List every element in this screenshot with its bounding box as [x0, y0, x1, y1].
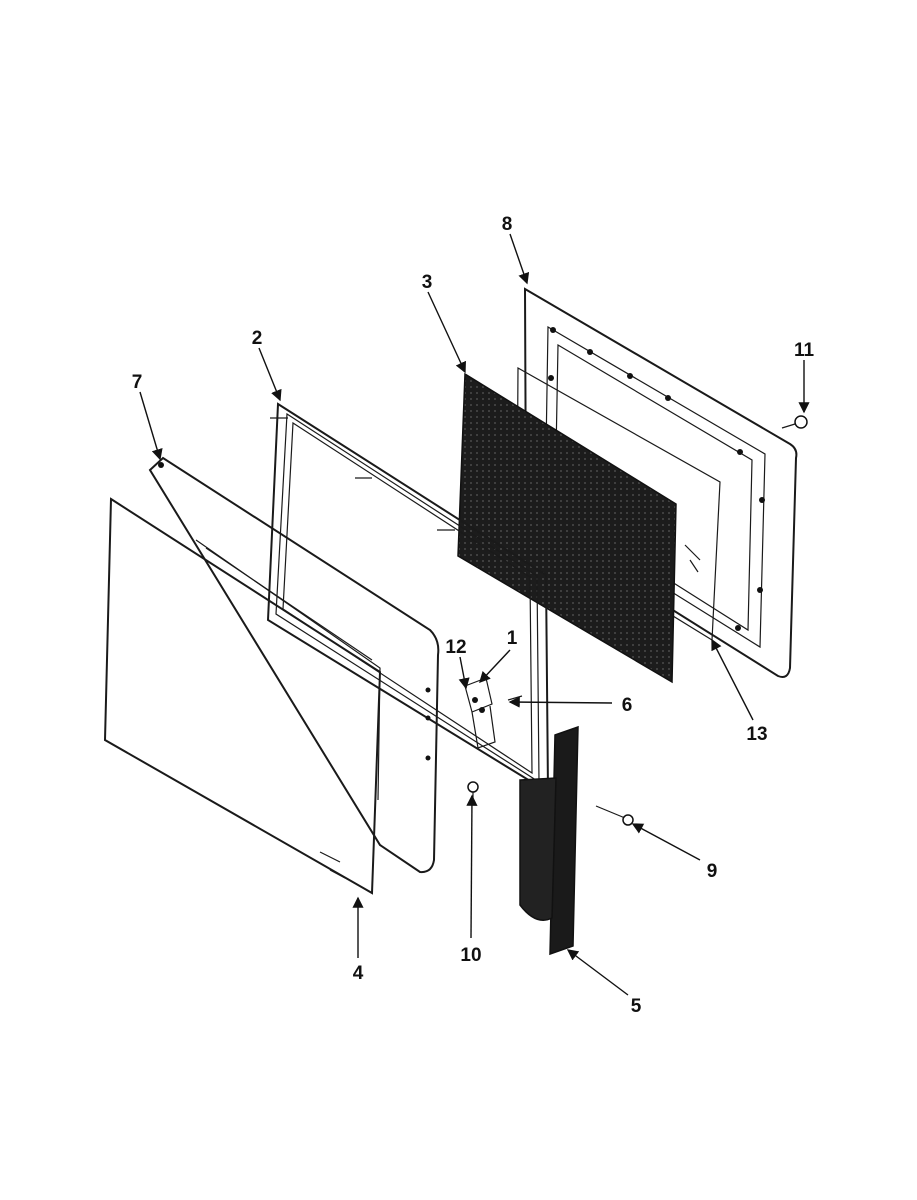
- callout-7: 7: [132, 372, 143, 393]
- handle-screw: [595, 805, 634, 826]
- callout-10: 10: [460, 945, 481, 966]
- panel-screw: [781, 415, 808, 429]
- callout-2: 2: [252, 328, 263, 349]
- leader-lines: [139, 233, 810, 996]
- outer-door-face: [103, 497, 382, 895]
- callout-11: 11: [794, 340, 815, 361]
- callout-1: 1: [507, 628, 518, 649]
- callout-4: 4: [353, 963, 364, 984]
- callout-8: 8: [502, 214, 513, 235]
- callout-5: 5: [631, 996, 642, 1017]
- mesh-screen: [457, 372, 677, 684]
- callout-12: 12: [445, 637, 466, 658]
- callout-9: 9: [707, 861, 718, 882]
- callout-3: 3: [422, 272, 433, 293]
- callout-labels: 8 3 2 7 11 1 12 6 13 9 10 4 5: [132, 214, 815, 1017]
- callout-6: 6: [622, 695, 633, 716]
- latch-assembly: [464, 677, 523, 749]
- latch-screw: [467, 781, 479, 800]
- outer-door-panel: [523, 287, 798, 678]
- door-handle: [519, 725, 579, 956]
- callout-13: 13: [746, 724, 767, 745]
- door-liner: [148, 456, 440, 874]
